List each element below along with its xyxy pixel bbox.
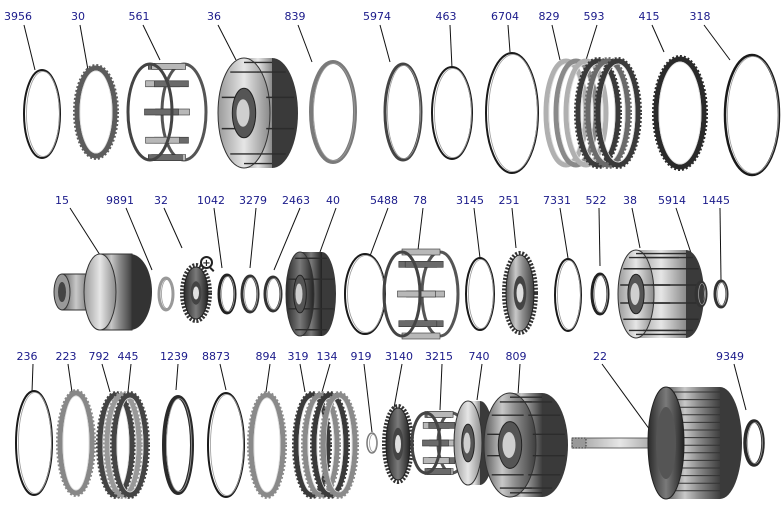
part-label-319[interactable]: 319: [287, 350, 309, 363]
snap-ring-5488: [344, 253, 386, 335]
part-label-30[interactable]: 30: [71, 10, 85, 23]
part-label-9349[interactable]: 9349: [716, 350, 744, 363]
part-label-36[interactable]: 36: [207, 10, 221, 23]
part-label-5914[interactable]: 5914: [658, 194, 686, 207]
part-label-2463[interactable]: 2463: [282, 194, 310, 207]
part-label-894[interactable]: 894: [255, 350, 277, 363]
pressure-plate-415: [652, 55, 708, 171]
washer-9891: [157, 276, 175, 312]
washer-1042: [217, 273, 237, 315]
band-839: [309, 60, 357, 164]
part-label-22[interactable]: 22: [593, 350, 607, 363]
planet-carrier-40: [285, 251, 336, 337]
snap-ring-463: [431, 66, 473, 160]
thrust-washer-3279: [240, 274, 260, 314]
sprag-3140: [382, 404, 414, 484]
part-label-809[interactable]: 809: [505, 350, 527, 363]
friction-plate-894: [247, 391, 287, 499]
clutch-pack-792: [96, 391, 150, 499]
ring-gear-30: [73, 64, 119, 160]
clutch-pack-319: [292, 391, 359, 499]
part-label-134[interactable]: 134: [316, 350, 338, 363]
o-ring-919: [366, 432, 378, 454]
snap-ring-8873: [207, 392, 245, 498]
spring-ring-5974: [383, 62, 423, 162]
part-label-561[interactable]: 561: [128, 10, 150, 23]
sun-gear-32: [180, 263, 212, 323]
part-label-251[interactable]: 251: [498, 194, 520, 207]
clutch-pack-593: [574, 57, 642, 169]
part-label-32[interactable]: 32: [154, 194, 168, 207]
part-label-593[interactable]: 593: [583, 10, 605, 23]
part-label-223[interactable]: 223: [55, 350, 77, 363]
snap-ring-318: [723, 53, 781, 177]
part-label-522[interactable]: 522: [585, 194, 607, 207]
snap-ring-236: [15, 390, 53, 496]
part-label-9891[interactable]: 9891: [106, 194, 134, 207]
snap-ring-3956: [23, 69, 61, 159]
washer-5914: [694, 280, 708, 308]
part-label-740[interactable]: 740: [468, 350, 490, 363]
roller-clutch-561: [126, 62, 208, 162]
part-label-919[interactable]: 919: [350, 350, 372, 363]
part-label-3956[interactable]: 3956: [4, 10, 32, 23]
part-label-463[interactable]: 463: [435, 10, 457, 23]
part-label-445[interactable]: 445: [117, 350, 139, 363]
drum-809: [483, 392, 568, 498]
part-label-1239[interactable]: 1239: [160, 350, 188, 363]
part-label-5974[interactable]: 5974: [363, 10, 391, 23]
wave-plate-1239: [162, 395, 194, 495]
friction-plate-223: [56, 389, 96, 497]
part-label-40[interactable]: 40: [326, 194, 340, 207]
part-label-5488[interactable]: 5488: [370, 194, 398, 207]
seal-ring-6704: [485, 52, 539, 174]
roller-bearing-3215: [410, 411, 468, 475]
clutch-hub-251: [502, 251, 538, 335]
part-label-6704[interactable]: 6704: [491, 10, 519, 23]
drum-basket-78: [382, 248, 460, 340]
part-label-3145[interactable]: 3145: [456, 194, 484, 207]
part-label-829[interactable]: 829: [538, 10, 560, 23]
part-label-1042[interactable]: 1042: [197, 194, 225, 207]
drum-36: [217, 57, 298, 169]
part-label-3279[interactable]: 3279: [239, 194, 267, 207]
part-label-236[interactable]: 236: [16, 350, 38, 363]
washer-2463: [263, 275, 283, 313]
snap-ring-7331: [554, 258, 582, 332]
part-label-415[interactable]: 415: [638, 10, 660, 23]
part-label-3140[interactable]: 3140: [385, 350, 413, 363]
magnifier-plus-icon[interactable]: +: [200, 256, 213, 269]
washer-1445: [713, 279, 729, 309]
part-label-318[interactable]: 318: [689, 10, 711, 23]
part-label-78[interactable]: 78: [413, 194, 427, 207]
planetary-carrier-15: [53, 253, 152, 331]
part-label-38[interactable]: 38: [623, 194, 637, 207]
input-shaft-22: [571, 386, 742, 500]
part-label-792[interactable]: 792: [88, 350, 110, 363]
part-label-1445[interactable]: 1445: [702, 194, 730, 207]
part-label-15[interactable]: 15: [55, 194, 69, 207]
part-label-3215[interactable]: 3215: [425, 350, 453, 363]
part-label-839[interactable]: 839: [284, 10, 306, 23]
part-label-8873[interactable]: 8873: [202, 350, 230, 363]
seal-9349: [743, 419, 765, 467]
washer-522: [590, 272, 610, 316]
drum-38: [617, 249, 704, 339]
snap-ring-3145: [465, 257, 495, 331]
part-label-7331[interactable]: 7331: [543, 194, 571, 207]
